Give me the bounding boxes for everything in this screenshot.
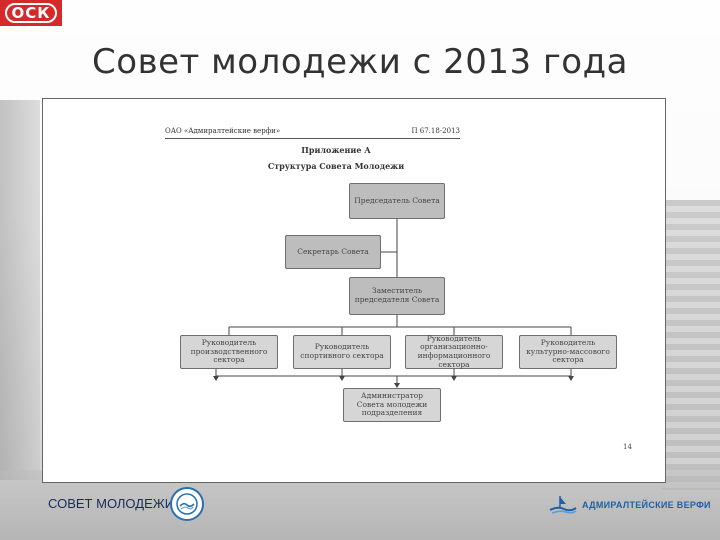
document-header-code: П 67.18-2013: [411, 127, 460, 135]
org-box-chair: Председатель Совета: [349, 183, 445, 219]
background-buildings: [662, 200, 720, 490]
admiralty-logo: АДМИРАЛТЕЙСКИЕ ВЕРФИ: [548, 494, 711, 516]
background-crane: [0, 100, 40, 480]
document-caption: Структура Совета Молодежи: [267, 161, 405, 171]
org-box-deputy: Заместитель председателя Совета: [349, 277, 445, 315]
org-box-head-production: Руководитель производственного сектора: [180, 335, 278, 369]
osk-logo: ОСК: [0, 0, 62, 26]
document-scan: ОАО «Адмиралтейские верфи» П 67.18-2013 …: [42, 98, 666, 483]
org-box-secretary: Секретарь Совета: [285, 235, 381, 269]
org-box-admin: Администратор Совета молодежи подразделе…: [343, 388, 441, 422]
document-header: ОАО «Адмиралтейские верфи» П 67.18-2013: [165, 127, 460, 139]
org-chart-connectors: [213, 218, 574, 388]
document-page-number: 14: [623, 443, 632, 451]
osk-logo-text: ОСК: [5, 3, 57, 23]
slide-title: Совет молодежи с 2013 года: [92, 42, 628, 82]
org-box-head-org: Руководитель организационно-информационн…: [405, 334, 503, 369]
org-box-head-sports: Руководитель спортивного сектора: [293, 335, 391, 369]
document-appendix: Приложение А: [301, 145, 371, 155]
admiralty-logo-text: АДМИРАЛТЕЙСКИЕ ВЕРФИ: [582, 500, 711, 510]
org-box-head-culture: Руководитель культурно-массового сектора: [519, 335, 617, 369]
footer-council-label: СОВЕТ МОЛОДЕЖИ: [48, 496, 175, 511]
ship-icon: [549, 496, 577, 514]
council-emblem-icon: [170, 487, 204, 521]
document-header-company: ОАО «Адмиралтейские верфи»: [165, 127, 281, 135]
